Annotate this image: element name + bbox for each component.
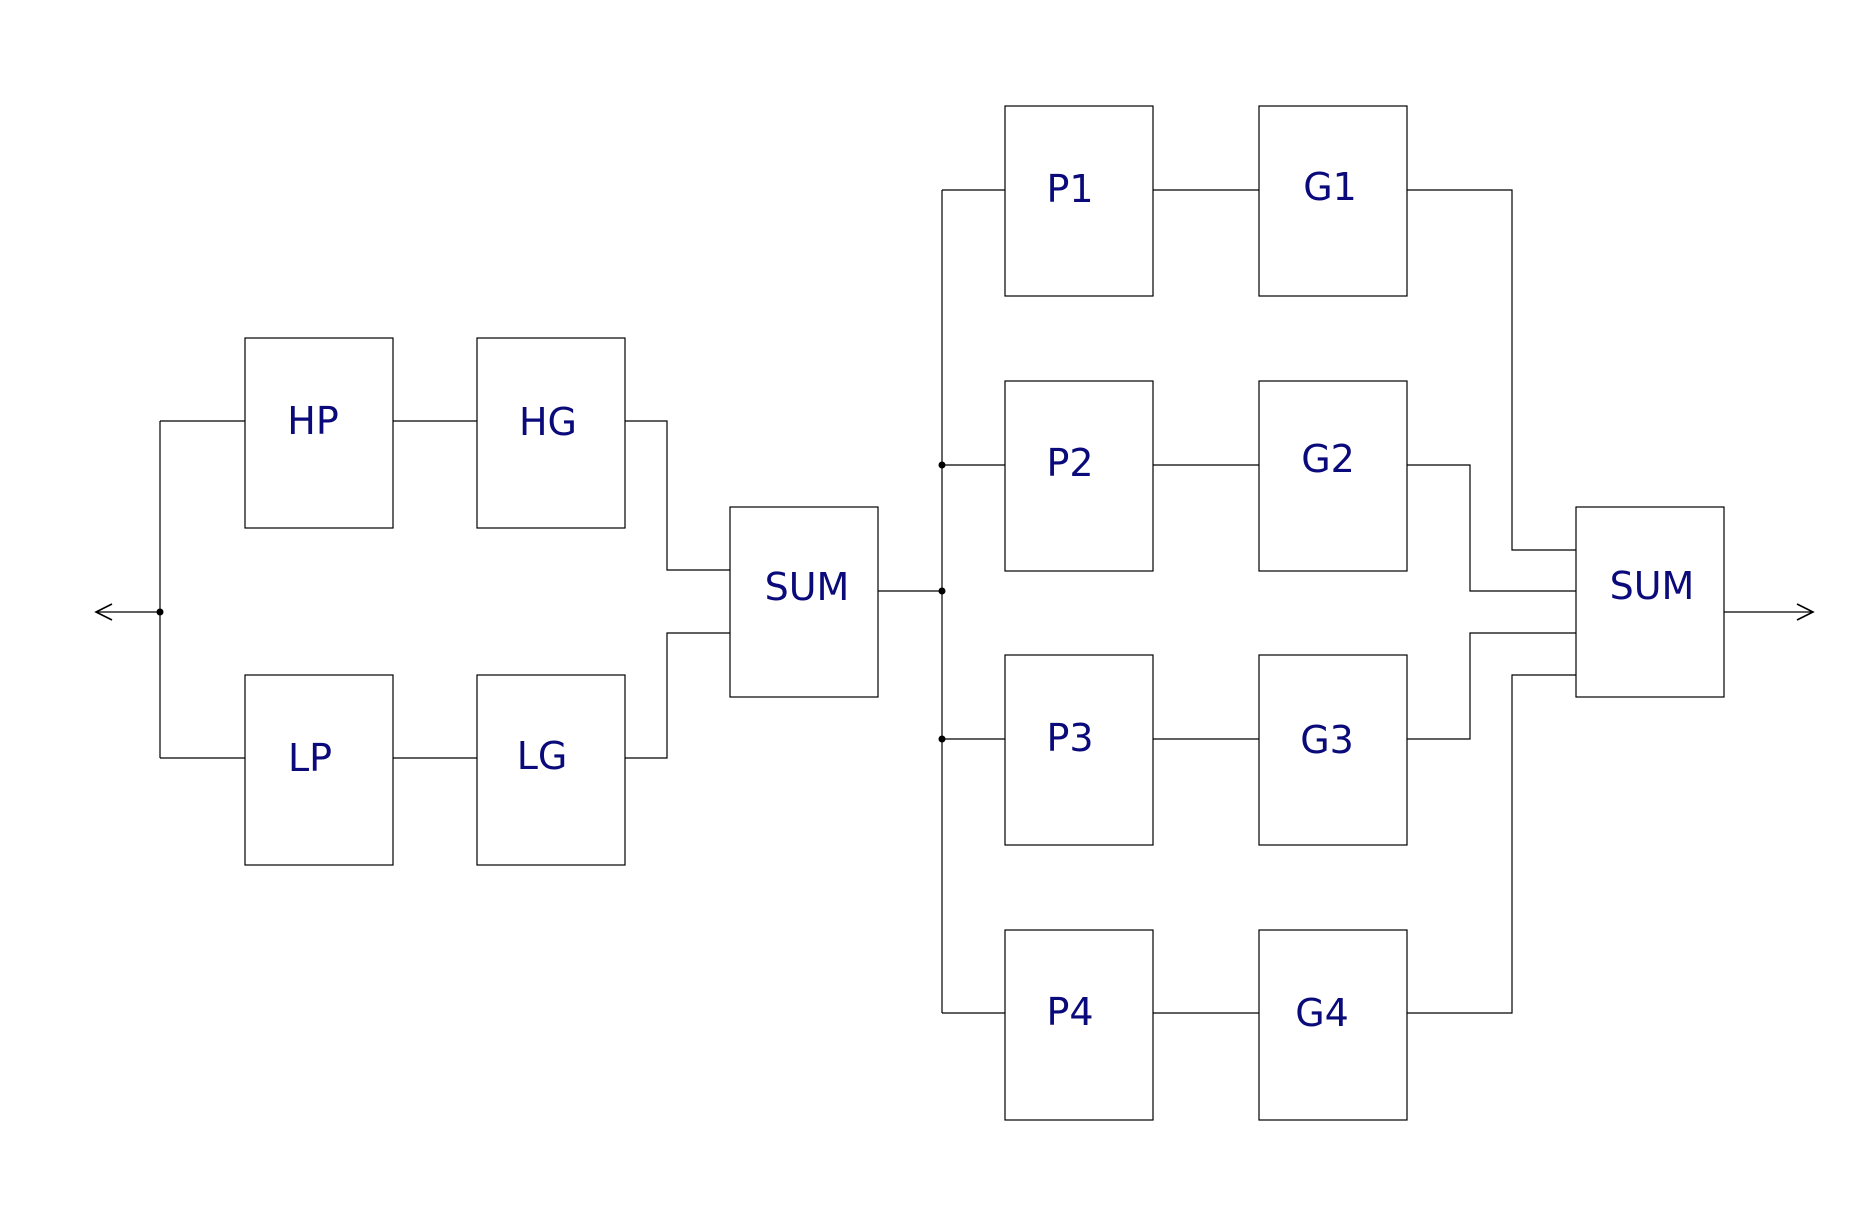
bus-junction-1 (938, 461, 946, 469)
bus-junction-2 (938, 587, 946, 595)
distribution-bus (878, 189, 1005, 1014)
bus-junction-3 (938, 735, 946, 743)
block-lg-label: LG (517, 734, 568, 778)
block-g3: G3 (1258, 654, 1408, 846)
block-p1-label: P1 (1046, 167, 1093, 211)
wire-g1-sum (1407, 189, 1576, 551)
block-p1: P1 (1004, 105, 1154, 297)
block-sum-in: SUM (729, 506, 879, 698)
block-hg-label: HG (519, 400, 577, 444)
block-g2: G2 (1258, 380, 1408, 572)
input-junction (156, 608, 164, 616)
block-sum-in-label: SUM (765, 565, 850, 609)
block-p4-label: P4 (1046, 990, 1093, 1034)
block-hp-label: HP (287, 399, 339, 443)
block-lp: LP (244, 674, 394, 866)
block-sum-out-label: SUM (1610, 564, 1695, 608)
block-g1: G1 (1258, 105, 1408, 297)
block-p2: P2 (1004, 380, 1154, 572)
wire-g2-sum (1407, 464, 1576, 592)
block-p3-label: P3 (1046, 716, 1093, 760)
block-p3: P3 (1004, 654, 1154, 846)
block-sum-out: SUM (1575, 506, 1725, 698)
wire-g4-sum (1407, 674, 1576, 1014)
output-arrowhead (1796, 603, 1815, 621)
block-g4: G4 (1258, 929, 1408, 1121)
block-p4: P4 (1004, 929, 1154, 1121)
block-g1-label: G1 (1303, 165, 1357, 209)
wire-g3-sum (1407, 632, 1576, 740)
block-lg: LG (476, 674, 626, 866)
block-g4-label: G4 (1295, 991, 1349, 1035)
block-g3-label: G3 (1300, 718, 1354, 762)
block-p2-label: P2 (1046, 441, 1093, 485)
wire-lg-sum (625, 632, 730, 759)
input-connector (94, 420, 245, 759)
block-hg: HG (476, 337, 626, 529)
wire-hg-sum (625, 420, 730, 571)
output-connector (1724, 603, 1815, 621)
block-g2-label: G2 (1301, 437, 1355, 481)
block-lp-label: LP (288, 736, 332, 780)
block-hp: HP (244, 337, 394, 529)
input-arrowhead (94, 603, 113, 621)
